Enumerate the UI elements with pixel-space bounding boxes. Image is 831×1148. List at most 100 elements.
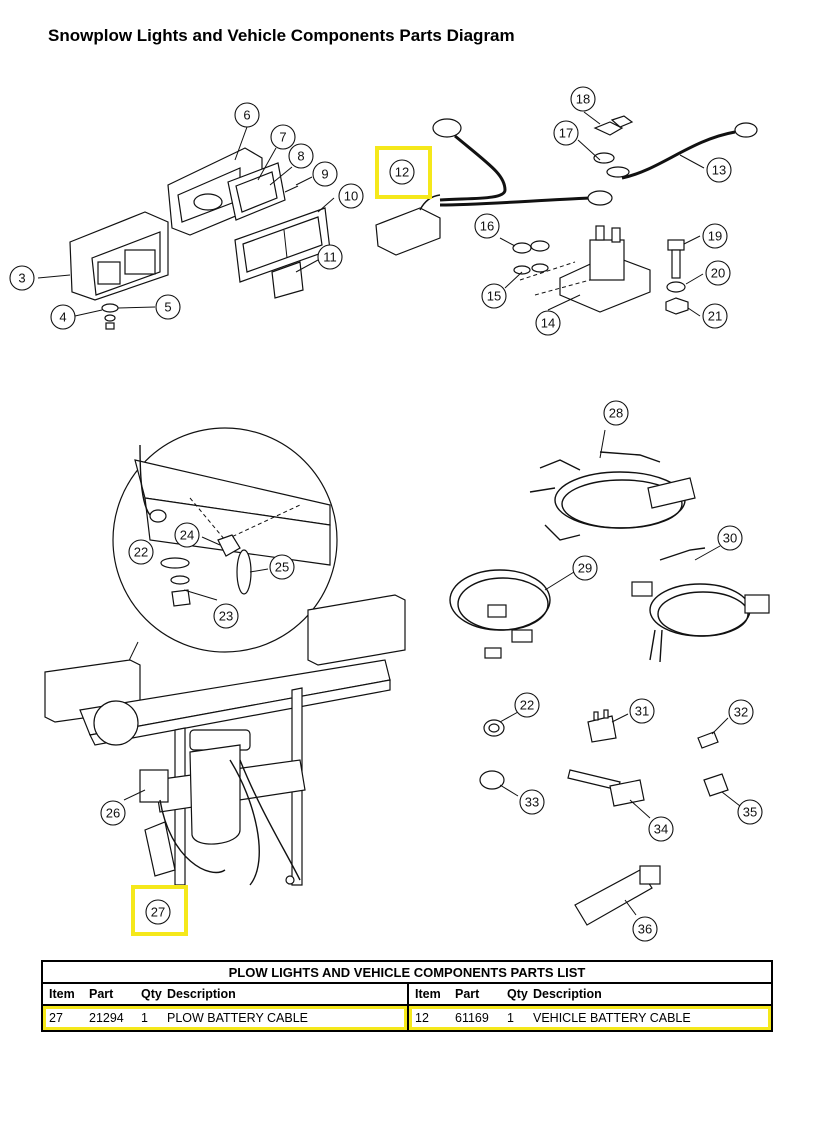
svg-text:29: 29 [578, 561, 592, 576]
callout-32: 32 [728, 699, 754, 725]
svg-text:31: 31 [635, 704, 649, 719]
svg-text:32: 32 [734, 705, 748, 720]
header-qty: Qty [141, 987, 162, 1001]
header-part: Part [89, 987, 114, 1001]
callout-26: 26 [100, 800, 126, 826]
callout-22: 22 [514, 692, 540, 718]
svg-text:18: 18 [576, 92, 590, 107]
headlamp-assembly [69, 147, 331, 330]
callout-30: 30 [717, 525, 743, 551]
callout-7: 7 [270, 124, 296, 150]
svg-text:15: 15 [487, 289, 501, 304]
svg-text:14: 14 [541, 316, 555, 331]
callout-19: 19 [702, 223, 728, 249]
svg-text:34: 34 [654, 822, 668, 837]
svg-text:27: 27 [151, 905, 165, 920]
callout-21: 21 [702, 303, 728, 329]
cell-part: 61169 [455, 1011, 489, 1025]
svg-text:12: 12 [395, 165, 409, 180]
callout-9: 9 [312, 161, 338, 187]
svg-text:23: 23 [219, 609, 233, 624]
cell-description: PLOW BATTERY CABLE [167, 1011, 309, 1025]
callout-14: 14 [535, 310, 561, 336]
svg-text:6: 6 [243, 108, 250, 123]
leader-lines [37, 111, 741, 916]
callout-29: 29 [572, 555, 598, 581]
callout-31: 31 [629, 698, 655, 724]
svg-text:9: 9 [321, 167, 328, 182]
svg-text:25: 25 [275, 560, 289, 575]
callout-12: 12 [389, 159, 415, 185]
cell-qty: 1 [141, 1011, 148, 1025]
svg-text:19: 19 [708, 229, 722, 244]
callout-20: 20 [705, 260, 731, 286]
highlight-callout-27 [131, 885, 188, 936]
parts-list-title: PLOW LIGHTS AND VEHICLE COMPONENTS PARTS… [43, 962, 771, 984]
svg-text:11: 11 [323, 250, 337, 265]
mount-detail [109, 427, 338, 701]
callout-15: 15 [481, 283, 507, 309]
svg-text:7: 7 [279, 130, 286, 145]
cell-qty: 1 [507, 1011, 514, 1025]
svg-text:24: 24 [180, 528, 194, 543]
table-row: 27 21294 1 PLOW BATTERY CABLE [43, 1006, 407, 1030]
parts-list-right: Item Part Qty Description 12 61169 1 VEH… [407, 984, 771, 1030]
table-row: 12 61169 1 VEHICLE BATTERY CABLE [409, 1006, 771, 1030]
svg-text:22: 22 [134, 545, 148, 560]
parts-diagram: 3 4 5 6 7 8 9 10 11 12 13 14 15 16 17 18… [9, 86, 770, 942]
svg-text:8: 8 [297, 149, 304, 164]
cell-item: 27 [49, 1011, 63, 1025]
svg-text:20: 20 [711, 266, 725, 281]
parts-list-left: Item Part Qty Description 27 21294 1 PLO… [43, 984, 407, 1030]
light-bar-frame [44, 594, 406, 886]
svg-text:3: 3 [18, 271, 25, 286]
callout-36: 36 [632, 916, 658, 942]
wiring-harness [529, 451, 696, 541]
parts-list-table: PLOW LIGHTS AND VEHICLE COMPONENTS PARTS… [41, 960, 773, 1032]
svg-text:22: 22 [520, 698, 534, 713]
svg-text:30: 30 [723, 531, 737, 546]
svg-text:36: 36 [638, 922, 652, 937]
header-qty: Qty [507, 987, 528, 1001]
cell-item: 12 [415, 1011, 429, 1025]
callout-5: 5 [155, 294, 181, 320]
callout-22-detail: 22 [128, 539, 154, 565]
callout-6: 6 [234, 102, 260, 128]
callout-13: 13 [706, 157, 732, 183]
solenoid [512, 225, 689, 315]
callout-35: 35 [737, 799, 763, 825]
callout-34: 34 [648, 816, 674, 842]
callout-4: 4 [50, 304, 76, 330]
svg-text:10: 10 [344, 189, 358, 204]
harness-30 [631, 547, 770, 663]
header-description: Description [533, 987, 602, 1001]
svg-text:21: 21 [708, 309, 722, 324]
callout-27: 27 [145, 899, 171, 925]
svg-text:5: 5 [164, 300, 171, 315]
highlight-callout-12 [375, 146, 432, 199]
header-item: Item [415, 987, 441, 1001]
header-part: Part [455, 987, 480, 1001]
svg-text:17: 17 [559, 126, 573, 141]
callout-33: 33 [519, 789, 545, 815]
svg-text:33: 33 [525, 795, 539, 810]
header-description: Description [167, 987, 236, 1001]
callout-23: 23 [213, 603, 239, 629]
harness-29 [449, 569, 551, 659]
table-header: Item Part Qty Description [409, 984, 771, 1006]
callout-18: 18 [570, 86, 596, 112]
battery-cables [375, 115, 758, 256]
callout-28: 28 [603, 400, 629, 426]
callout-8: 8 [288, 143, 314, 169]
svg-text:13: 13 [712, 163, 726, 178]
svg-text:28: 28 [609, 406, 623, 421]
cell-description: VEHICLE BATTERY CABLE [533, 1011, 691, 1025]
cell-part: 21294 [89, 1011, 124, 1025]
table-header: Item Part Qty Description [43, 984, 407, 1006]
callout-10: 10 [338, 183, 364, 209]
page-title: Snowplow Lights and Vehicle Components P… [48, 26, 515, 45]
callout-25: 25 [269, 554, 295, 580]
svg-text:26: 26 [106, 806, 120, 821]
callout-24: 24 [174, 522, 200, 548]
callout-17: 17 [553, 120, 579, 146]
